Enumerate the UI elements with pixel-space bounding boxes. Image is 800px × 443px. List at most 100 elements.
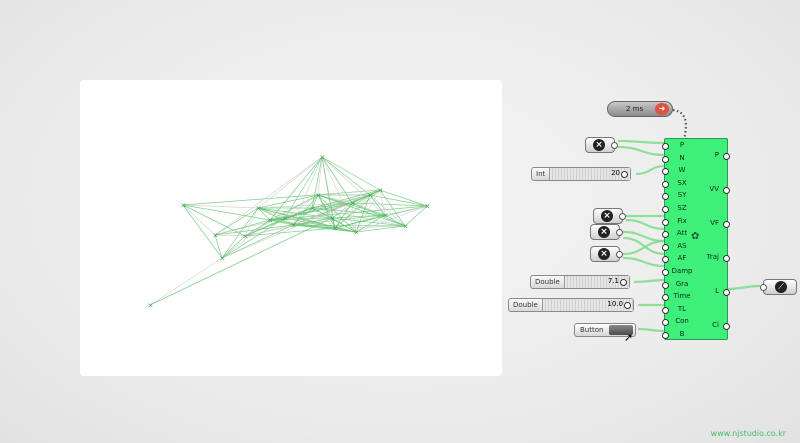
mesh-node: × (243, 233, 249, 241)
input-port-dot[interactable] (662, 218, 669, 226)
toggle-component-fix[interactable]: × (593, 208, 626, 224)
mesh-edge (284, 194, 319, 219)
input-port-dot[interactable] (662, 231, 669, 239)
input-port-dot[interactable] (662, 332, 669, 339)
output-port[interactable] (611, 142, 618, 149)
mesh-edge (334, 202, 353, 229)
rhino-viewport[interactable]: ××××××××××××××××××××× (80, 80, 502, 376)
input-port-gra[interactable]: Gra (675, 279, 689, 288)
timer-component[interactable]: 2 ms ➜ (607, 101, 673, 117)
double-slider-tl[interactable]: Double 10.0 (508, 298, 634, 312)
input-port-dot[interactable] (662, 206, 669, 213)
output-port-dot[interactable] (723, 187, 730, 194)
mesh-edge (257, 207, 286, 219)
input-port-att[interactable]: Att (676, 229, 688, 238)
input-port-time[interactable]: Time (673, 292, 691, 301)
mesh-edge (321, 156, 336, 229)
slider-knob-icon[interactable] (620, 279, 627, 286)
mesh-node: × (383, 212, 389, 220)
input-port[interactable] (760, 284, 767, 291)
input-port-sz[interactable]: SZ (677, 204, 687, 212)
input-port-con[interactable]: Con (675, 317, 689, 326)
button-face[interactable] (609, 325, 633, 335)
mesh-edge (355, 194, 371, 233)
input-port-af[interactable]: AF (677, 254, 687, 263)
mesh-edge (311, 194, 371, 209)
input-port-dot[interactable] (662, 143, 669, 150)
input-port-tl[interactable]: TL (677, 304, 687, 313)
output-port-p[interactable]: P (714, 151, 719, 159)
play-arrow-icon[interactable]: ➜ (655, 103, 669, 115)
toggle-component-n[interactable]: × (585, 137, 618, 153)
output-port[interactable] (616, 251, 623, 258)
input-port-dot[interactable] (662, 319, 669, 327)
mesh-edge (257, 207, 271, 221)
slider-knob-icon[interactable] (621, 171, 628, 178)
input-port-dot[interactable] (662, 243, 669, 251)
mesh-edge (182, 204, 259, 209)
output-port-dot[interactable] (723, 255, 730, 262)
mesh-edge (284, 207, 313, 219)
input-port-dot[interactable] (662, 193, 669, 201)
mesh-edge (269, 194, 319, 221)
output-port-ci[interactable]: Ci (712, 321, 719, 329)
output-port-dot[interactable] (723, 153, 730, 160)
input-port-dot[interactable] (662, 306, 669, 314)
input-port-n[interactable]: N (679, 153, 685, 162)
input-port-dot[interactable] (662, 294, 669, 302)
double-slider-track[interactable]: 7.1 (564, 276, 629, 288)
input-port-dot[interactable] (662, 180, 669, 188)
input-port-dot[interactable] (662, 256, 669, 264)
mesh-edge (221, 217, 286, 259)
output-port-traj[interactable]: Traj (706, 253, 719, 261)
input-port-sx[interactable]: SX (677, 178, 687, 187)
mesh-node: × (283, 215, 289, 223)
toggle-component-as[interactable]: × (590, 246, 623, 262)
mesh-edge (284, 156, 323, 219)
slider-knob-icon[interactable] (624, 302, 631, 309)
mesh-edge (149, 217, 333, 306)
input-port-damp[interactable]: Damp (671, 267, 693, 275)
input-port-b[interactable]: B (679, 330, 685, 338)
output-port-vv[interactable]: VV (709, 185, 719, 193)
output-port-dot[interactable] (723, 289, 730, 296)
mesh-node: × (256, 205, 262, 213)
mesh-edge (311, 207, 386, 216)
input-port-sy[interactable]: SY (677, 191, 687, 200)
input-port-as[interactable]: AS (677, 241, 687, 250)
mesh-edge (182, 204, 216, 236)
output-port-vf[interactable]: VF (710, 219, 719, 227)
mesh-edge (244, 207, 259, 237)
mesh-edge (311, 207, 336, 229)
mesh-node: × (378, 187, 384, 195)
toggle-component-att[interactable]: × (590, 224, 623, 240)
double-slider-gravity[interactable]: Double 7.1 (530, 275, 630, 289)
input-port-dot[interactable] (662, 281, 669, 289)
button-component[interactable]: Button (574, 323, 636, 337)
input-port-p[interactable]: P (679, 141, 685, 149)
output-param-component[interactable]: ⟋ (760, 279, 797, 295)
input-port-dot[interactable] (662, 168, 669, 176)
mesh-edge (321, 156, 371, 196)
output-port-dot[interactable] (723, 221, 730, 228)
mesh-node: × (291, 222, 297, 230)
input-port-fix[interactable]: Fix (677, 216, 687, 225)
output-port[interactable] (619, 213, 626, 220)
output-port-l[interactable]: L (715, 287, 719, 295)
mesh-node: × (330, 215, 336, 223)
mesh-edge (404, 205, 428, 227)
mesh-edge (369, 194, 428, 207)
mesh-edge (321, 156, 357, 233)
double-slider-label: Double (509, 299, 543, 311)
output-port-dot[interactable] (723, 323, 730, 330)
double-slider-track[interactable]: 10.0 (542, 299, 633, 311)
mesh-edge (214, 207, 259, 236)
output-port[interactable] (616, 229, 623, 236)
input-port-dot[interactable] (662, 155, 669, 163)
input-port-w[interactable]: W (678, 166, 686, 175)
input-port-dot[interactable] (662, 269, 669, 276)
int-slider[interactable]: Int 20 (531, 167, 631, 181)
mesh-edge (292, 156, 323, 226)
int-slider-track[interactable]: 20 (550, 168, 630, 180)
